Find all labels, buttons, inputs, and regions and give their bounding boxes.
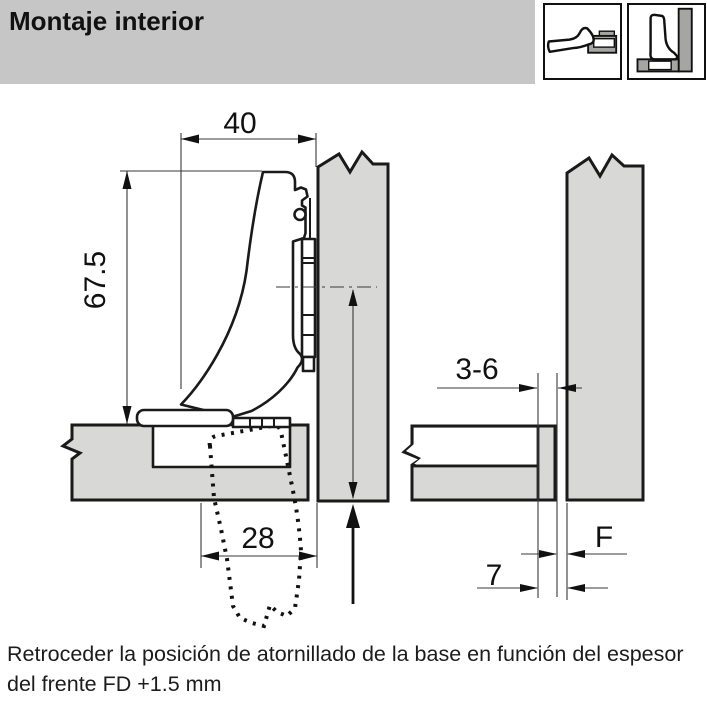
hinge-arm-outline	[179, 170, 309, 419]
arrow-up-bold	[346, 504, 360, 528]
mounting-plate	[300, 237, 317, 359]
hinge-inset-icon	[627, 3, 706, 80]
cup-boss	[135, 408, 235, 428]
header-bar	[0, 0, 535, 84]
arrow-right	[299, 551, 317, 561]
arrow-right	[298, 134, 316, 144]
hinge-overlay-icon-art	[546, 26, 618, 54]
arrow-down	[122, 406, 132, 424]
arrow-down	[348, 482, 358, 499]
dim-label-gap: F	[595, 521, 613, 554]
hinge-inset-icon-art	[636, 7, 693, 73]
dim-label-height: 67.5	[79, 251, 112, 309]
arrow-right	[539, 550, 557, 558]
arrow-up	[348, 289, 358, 306]
hinge-overlay-icon	[543, 3, 622, 80]
arrow-left	[567, 550, 585, 558]
clip-hook-detail	[293, 207, 307, 222]
arrow-up	[122, 171, 132, 189]
dim-label-depth: 40	[223, 107, 256, 140]
arrow-right	[520, 584, 538, 592]
arrow-left	[201, 551, 219, 561]
door-recess-area	[406, 428, 537, 464]
arrow-left	[558, 384, 576, 392]
arrow-right	[519, 384, 537, 392]
arrow-left	[567, 584, 585, 592]
arrow-left	[181, 134, 199, 144]
drill-position-outline	[207, 423, 304, 629]
caption-text: Retroceder la posición de atornillado de…	[7, 642, 684, 696]
right-vertical-panel	[565, 152, 645, 502]
plate-foot	[301, 355, 316, 373]
dim-label-cup: 28	[241, 522, 274, 555]
dim-label-drilling: 3-6	[455, 353, 498, 386]
dim-label-offset: 7	[486, 559, 503, 592]
cup-recess	[151, 423, 292, 469]
page-title: Montaje interior	[9, 6, 205, 36]
